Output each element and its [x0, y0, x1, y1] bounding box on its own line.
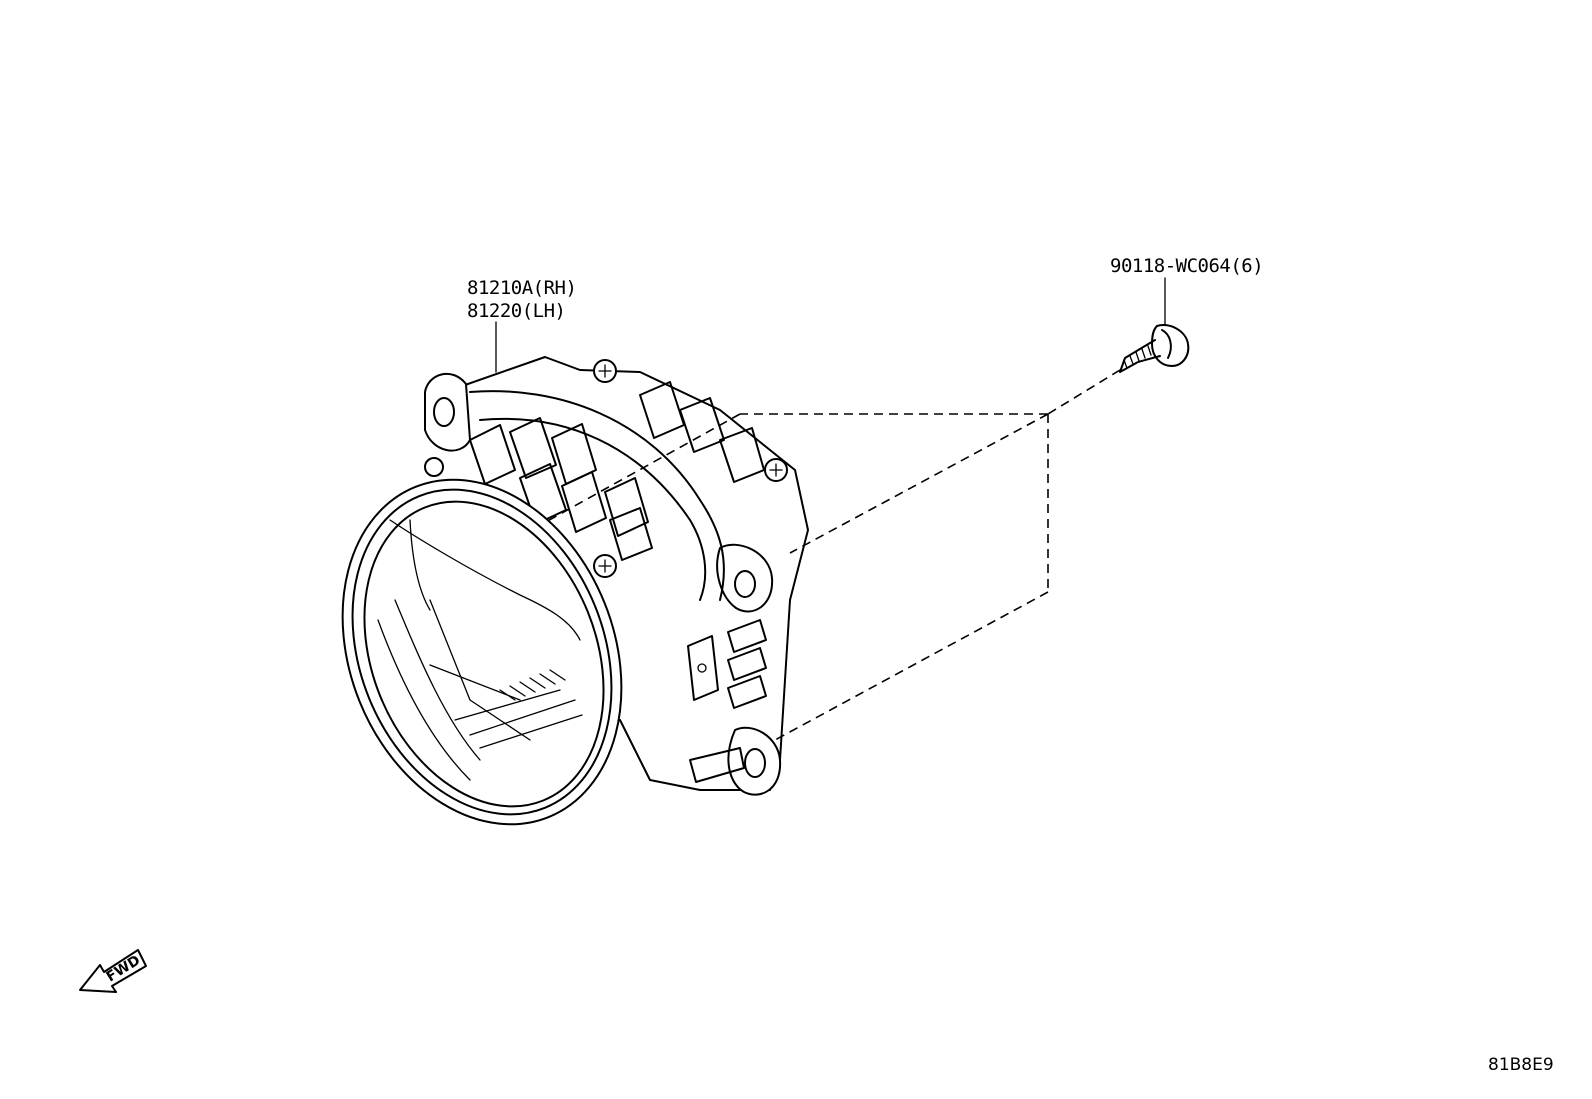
lamp-part-number-lh[interactable]: 81220(LH): [467, 300, 566, 322]
fwd-direction-marker: FWD: [79, 949, 147, 993]
screw-part-number[interactable]: 90118-WC064(6): [1110, 255, 1264, 277]
fastening-guide-lines: [444, 369, 1121, 741]
forward-arrow-icon: [79, 949, 147, 993]
lamp-part-number-rh[interactable]: 81210A(RH): [467, 277, 577, 299]
fog-lamp-illustration: [341, 356, 809, 826]
diagram-reference-code: 81B8E9: [1488, 1055, 1554, 1075]
screw-illustration: [1119, 324, 1190, 373]
